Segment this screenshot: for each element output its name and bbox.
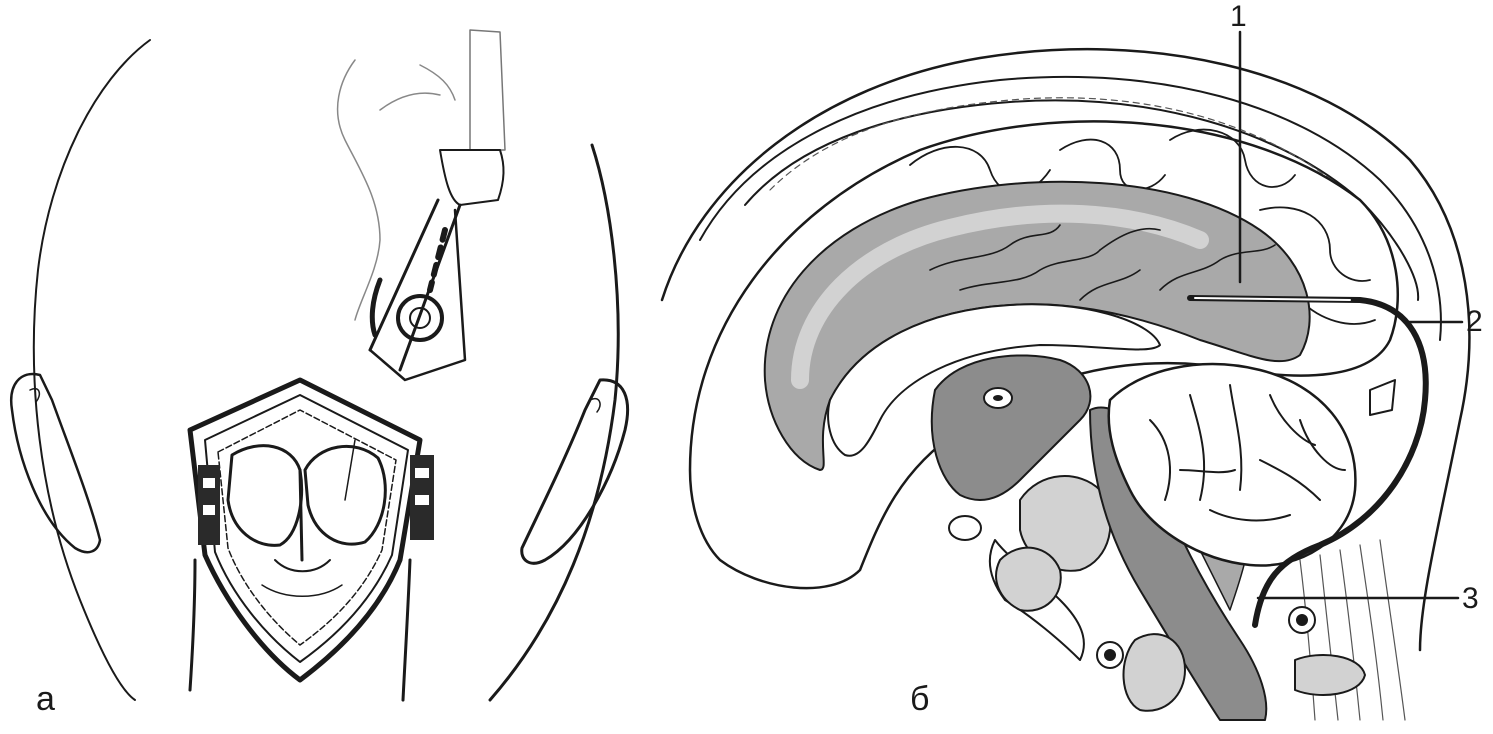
right-ear — [522, 380, 628, 563]
head-outline-left — [34, 40, 150, 700]
panel-a-letter: а — [36, 680, 55, 719]
shunt-apparatus — [338, 30, 505, 380]
neck-left — [190, 560, 195, 690]
callout-2-label: 2 — [1466, 305, 1483, 339]
callout-1-label: 1 — [1230, 0, 1247, 34]
pituitary — [949, 516, 981, 540]
neck-right — [403, 560, 410, 700]
panel-a-drawing — [11, 30, 627, 700]
right-ear-inner — [590, 399, 600, 412]
panel-b-drawing — [662, 32, 1469, 720]
craniotomy-window — [190, 380, 434, 680]
head-outline-right — [490, 145, 618, 700]
occipital-bone — [1370, 380, 1395, 415]
panel-b-letter: б — [910, 680, 929, 719]
callout-3-label: 3 — [1462, 582, 1479, 616]
